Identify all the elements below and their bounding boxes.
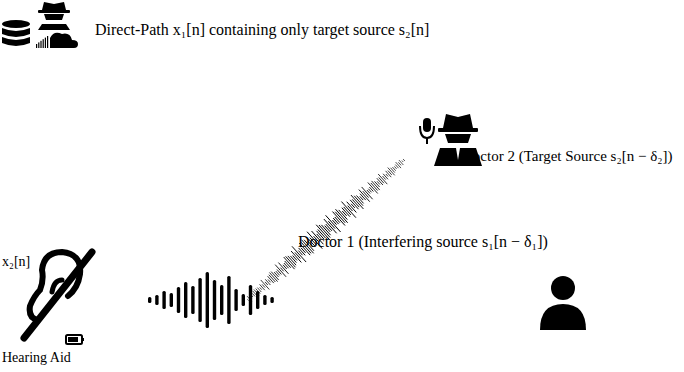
source-label: Doctor 2 (Target Source s₂[n − δ₂]) [462, 147, 672, 165]
device-label: Hearing Aid [2, 350, 71, 367]
microphone-icon [420, 118, 434, 144]
waveform-path [247, 159, 405, 301]
database-icon [2, 20, 30, 46]
source-label: Doctor 1 (Interfering source s₁[n − δ₁]) [298, 232, 548, 251]
hearing-aid-icon [24, 252, 92, 338]
spy-icon [38, 2, 70, 30]
signal-name: x₂[n] [2, 254, 30, 271]
sound-bars [148, 272, 274, 328]
battery-icon [66, 335, 84, 344]
person-icon [540, 276, 586, 330]
cloud-icon [36, 33, 78, 48]
path-label: Direct-Path x₁[n] containing only target… [95, 20, 429, 39]
